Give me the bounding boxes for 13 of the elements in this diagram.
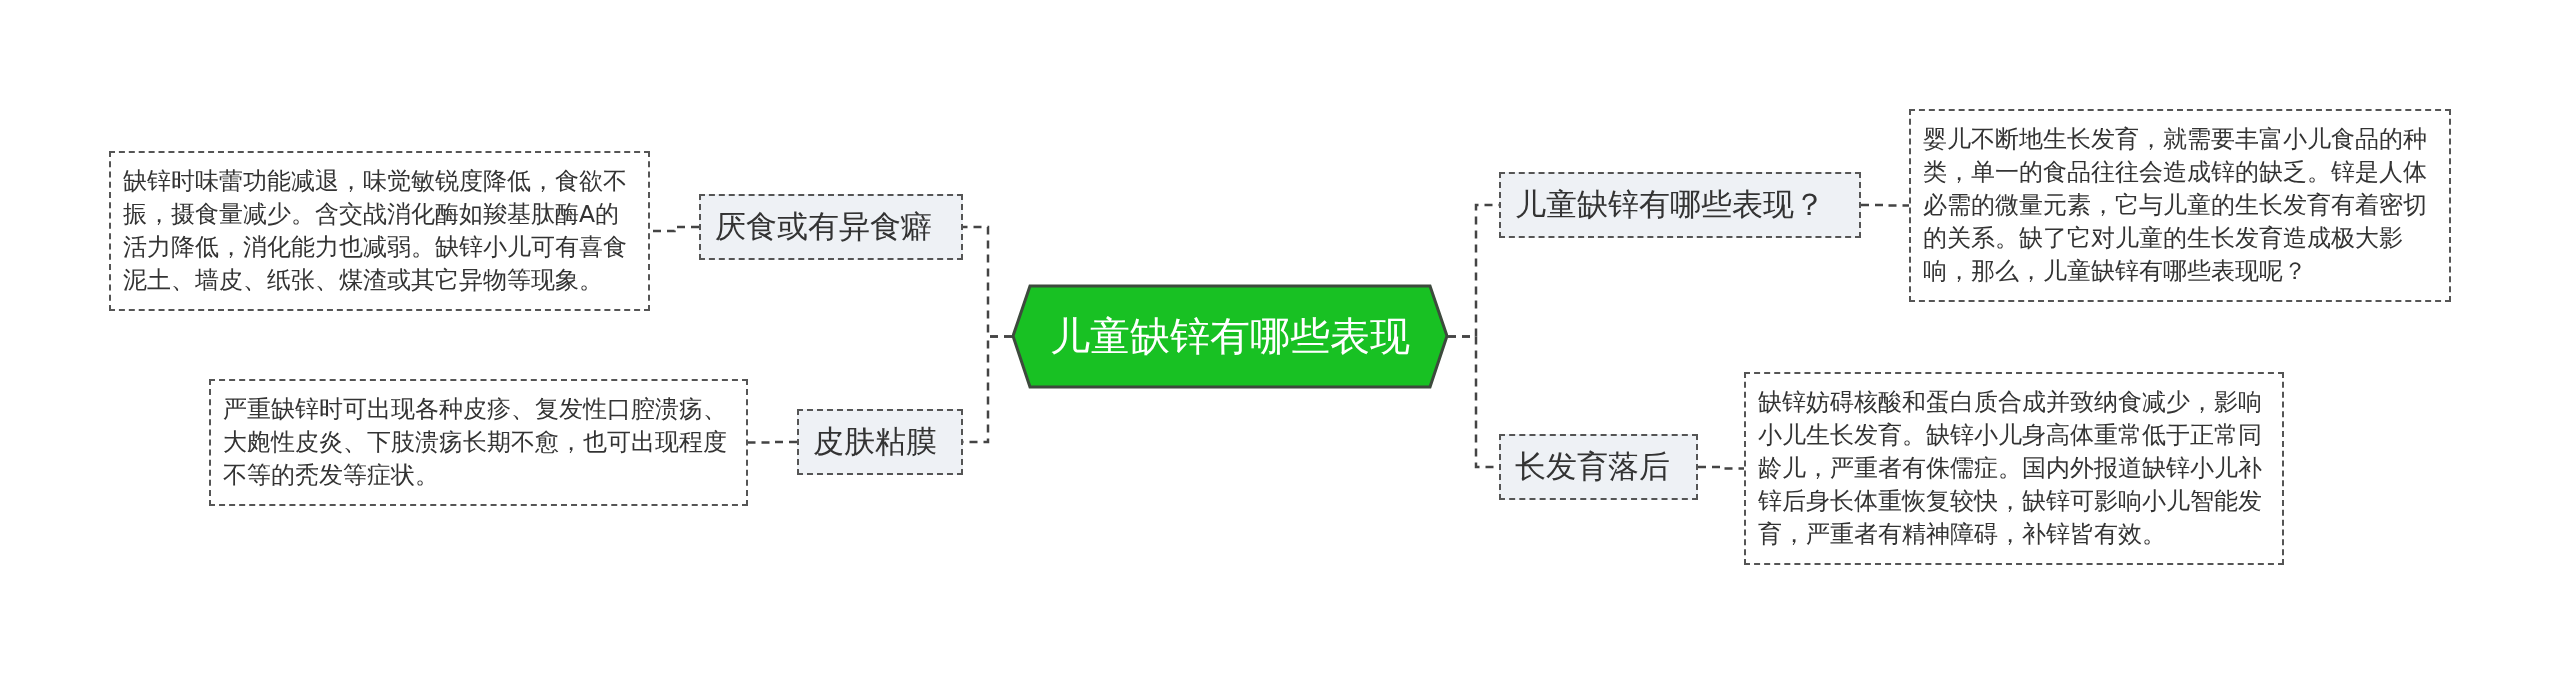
subtopic-box: 儿童缺锌有哪些表现？ <box>1499 172 1861 238</box>
subtopic-box: 长发育落后 <box>1499 434 1698 500</box>
subtopic-box: 皮肤粘膜 <box>797 409 963 475</box>
detail-text-box: 婴儿不断地生长发育，就需要丰富小儿食品的种类，单一的食品往往会造成锌的缺乏。锌是人体必需的微量元素，它与儿童的生长发育有着密切的关系。缺了它对儿童的生长发育造成极大影响，那么，儿童缺锌有哪些表现呢？ <box>1909 108 2451 302</box>
subtopic-box: 厌食或有异食癖 <box>699 194 963 260</box>
connector-line <box>748 440 797 444</box>
connector-line <box>1698 465 1744 470</box>
connector-line <box>650 225 699 233</box>
central-topic-text: 儿童缺锌有哪些表现 <box>1050 311 1410 361</box>
connector-line <box>1861 203 1909 207</box>
detail-text-box: 缺锌妨碍核酸和蛋白质合成并致纳食减少，影响小儿生长发育。缺锌小儿身高体重常低于正常同龄儿，严重者有侏儒症。国内外报道缺锌小儿补锌后身长体重恢复较快，缺锌可影响小儿智能发育，严重者有精神障碍，补锌皆有效。 <box>1744 371 2284 565</box>
detail-text-box: 缺锌时味蕾功能减退，味觉敏锐度降低，食欲不振，摄食量减少。含交战消化酶如羧基肽酶A的活力降低，消化能力也减弱。缺锌小儿可有喜食泥土、墙皮、纸张、煤渣或其它异物等现象。 <box>109 151 650 311</box>
detail-text-box: 严重缺锌时可出现各种皮疹、复发性口腔溃疡、大皰性皮炎、下肢溃疡长期不愈，也可出现程度不等的秃发等症状。 <box>209 378 748 506</box>
